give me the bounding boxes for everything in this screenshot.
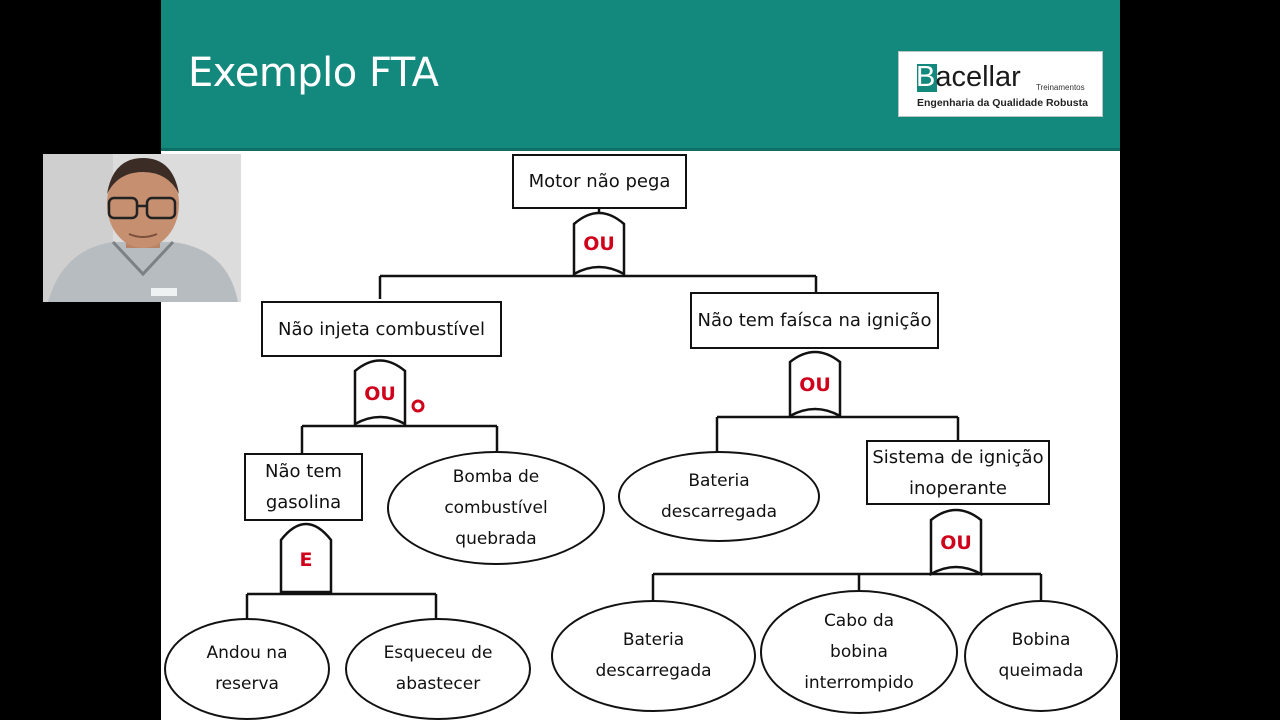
gate-right-label: OU: [799, 374, 831, 396]
slide: Exemplo FTA Bacellar Treinamentos Engenh…: [161, 0, 1120, 720]
logo-tag: Treinamentos: [1036, 83, 1085, 92]
event-no-fuel-injection: Não injeta combustível: [261, 301, 502, 357]
gate-left-label: OU: [364, 383, 396, 405]
event-no-spark: Não tem faísca na ignição: [690, 292, 939, 349]
basic-event-coil-burnt: Bobina queimada: [964, 600, 1118, 712]
logo-subtitle: Engenharia da Qualidade Robusta: [917, 97, 1088, 109]
basic-event-pump-broken: Bomba de combustível quebrada: [387, 451, 605, 565]
slide-header: Exemplo FTA Bacellar Treinamentos Engenh…: [161, 0, 1120, 148]
gate-ignition-label: OU: [940, 532, 972, 554]
basic-event-forgot-refuel: Esqueceu de abastecer: [345, 618, 531, 720]
event-ignition-inoperative: Sistema de ignição inoperante: [866, 440, 1050, 505]
basic-event-drove-on-reserve: Andou na reserva: [164, 618, 330, 720]
or-gate-top-icon: [572, 211, 626, 277]
logo-name: Bacellar: [916, 61, 1021, 93]
basic-event-coil-cable-broken: Cabo da bobina interrompido: [760, 590, 958, 714]
presenter-image: [43, 154, 241, 302]
gate-and-label: E: [299, 549, 313, 571]
logo-mark: [917, 64, 937, 92]
event-no-gasoline: Não tem gasolina: [244, 453, 363, 521]
laser-pointer-icon: [411, 399, 425, 413]
gate-shapes: [279, 211, 983, 594]
top-event: Motor não pega: [512, 154, 687, 209]
fault-tree-connectors: [245, 209, 1043, 618]
or-gate-right-icon: [788, 350, 842, 419]
bacellar-logo: Bacellar Treinamentos Engenharia da Qual…: [898, 51, 1103, 117]
and-gate-icon: [279, 522, 333, 594]
basic-event-battery-discharged-2: Bateria descarregada: [551, 600, 756, 712]
header-divider: [161, 148, 1120, 151]
presenter-webcam: [43, 154, 241, 302]
gate-top-label: OU: [583, 233, 615, 255]
basic-event-battery-discharged: Bateria descarregada: [618, 451, 820, 542]
slide-title: Exemplo FTA: [188, 50, 439, 96]
or-gate-left-icon: [353, 359, 407, 427]
or-gate-ignition-icon: [929, 508, 983, 577]
